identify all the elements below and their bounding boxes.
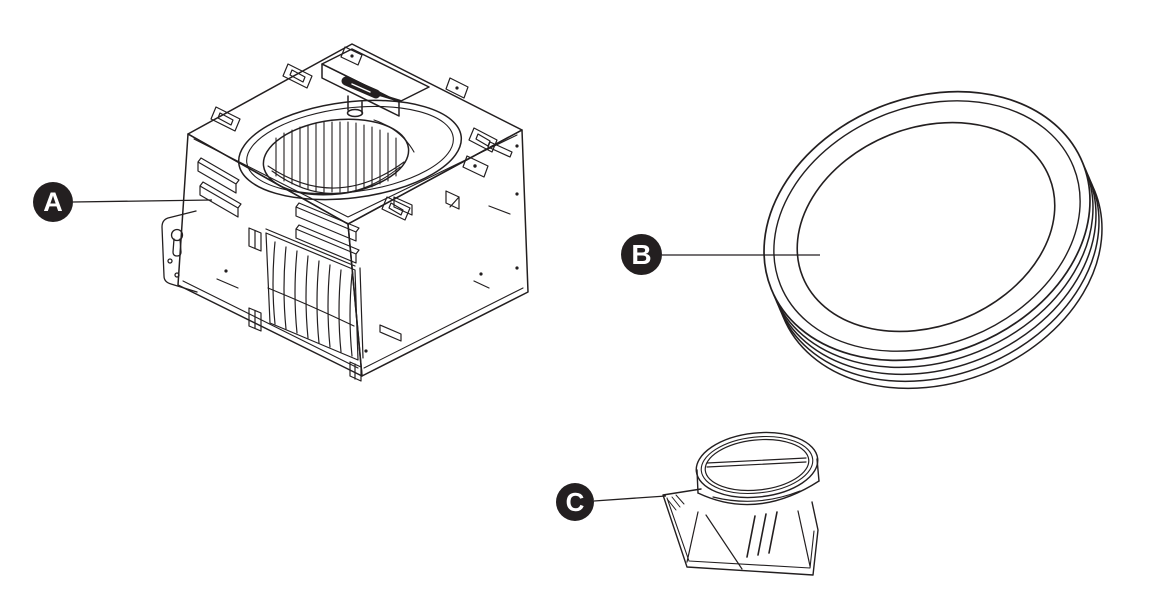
grille-opening <box>796 121 1056 333</box>
callout-c: C <box>556 483 594 521</box>
leader-line-c <box>593 495 667 502</box>
fan-housing-illustration <box>161 43 529 382</box>
leader-line-a <box>72 199 213 203</box>
clip-hooks <box>248 227 362 382</box>
callout-a: A <box>33 182 73 222</box>
blower-wheel <box>275 121 397 193</box>
collar-ring <box>695 431 820 506</box>
leader-lines <box>72 199 820 502</box>
callout-c-label: C <box>565 487 585 517</box>
callout-b: B <box>621 234 662 275</box>
duct-connector-illustration <box>662 431 820 576</box>
mounting-tabs <box>210 46 513 221</box>
side-vent-slots <box>197 157 360 264</box>
blower-opening-rim <box>237 99 463 201</box>
grille-cover-illustration <box>763 90 1103 390</box>
damper-flap <box>706 457 807 502</box>
mounting-flange <box>161 210 198 293</box>
damper-skirt <box>662 488 819 576</box>
callout-b-label: B <box>631 238 652 270</box>
panel-details <box>216 144 519 353</box>
callout-a-label: A <box>43 186 63 217</box>
louver-vent <box>265 228 364 361</box>
keyhole-slot <box>170 228 184 257</box>
grille-rim-bevel <box>773 100 1081 352</box>
